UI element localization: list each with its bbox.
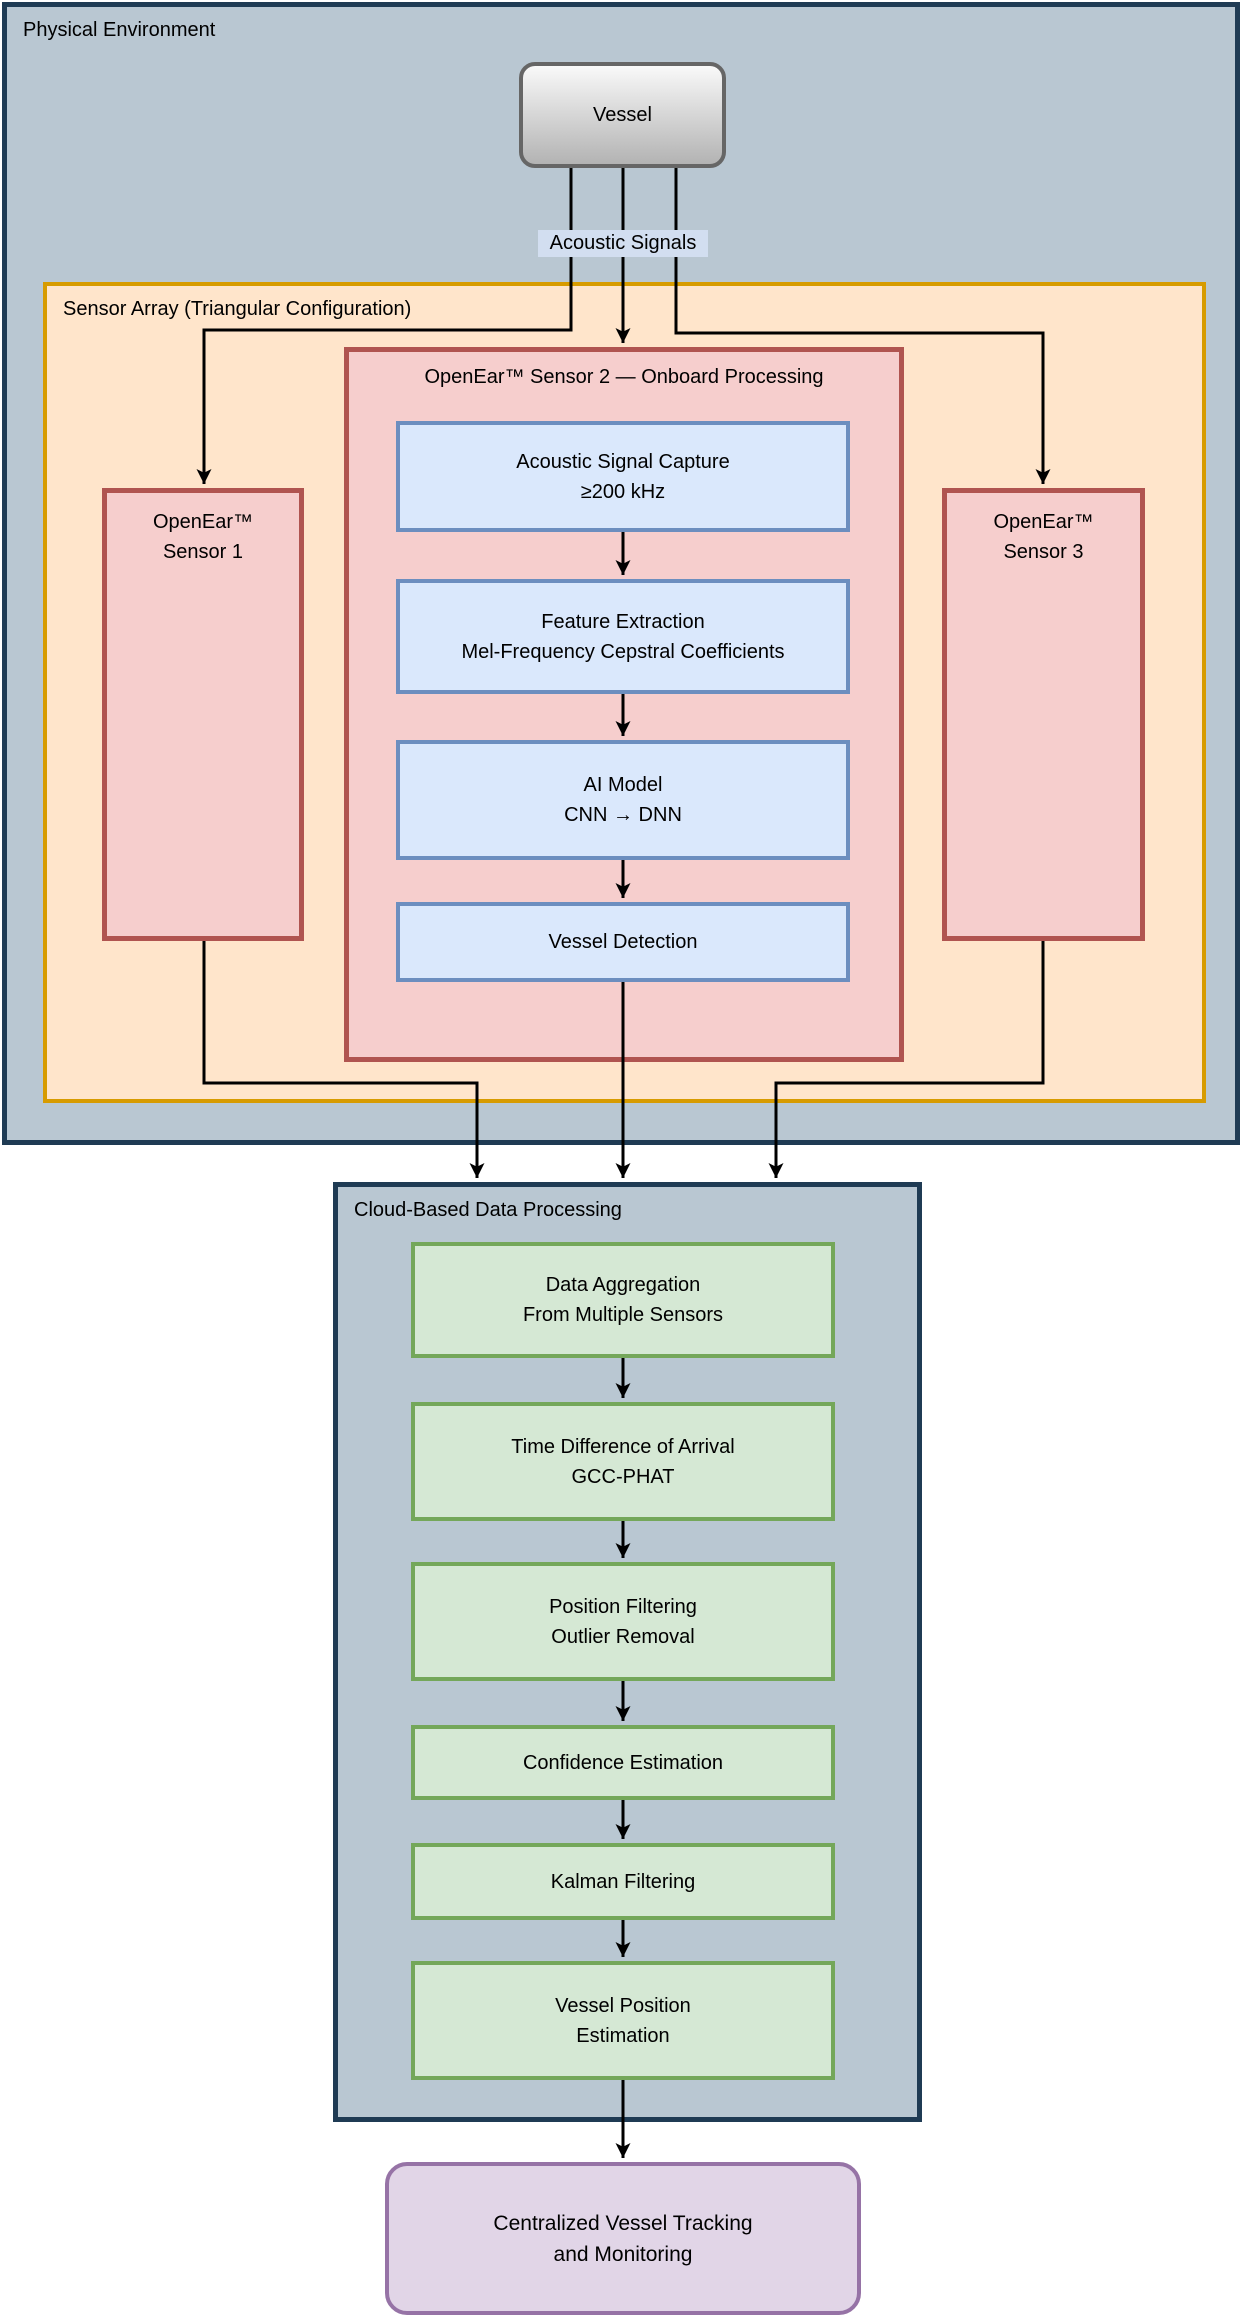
sensor-array-title: Sensor Array (Triangular Configuration) — [63, 298, 412, 320]
step-feature-extraction: Feature Extraction Mel-Frequency Cepstra… — [396, 579, 850, 694]
sensor3-node: OpenEar™ Sensor 3 — [942, 488, 1145, 941]
step-vessel-detection: Vessel Detection — [396, 902, 850, 982]
step-position-filtering: Position Filtering Outlier Removal — [411, 1562, 835, 1681]
step-ai-model: AI Model CNN → DNN — [396, 740, 850, 860]
step-kalman-filtering: Kalman Filtering — [411, 1843, 835, 1920]
step-acoustic-signal-capture: Acoustic Signal Capture ≥200 kHz — [396, 421, 850, 532]
vessel-node: Vessel — [519, 62, 726, 168]
cloud-processing-title: Cloud-Based Data Processing — [354, 1199, 622, 1221]
acoustic-signals-label: Acoustic Signals — [538, 230, 708, 257]
step-confidence-estimation: Confidence Estimation — [411, 1725, 835, 1800]
sensor1-node: OpenEar™ Sensor 1 — [102, 488, 304, 941]
sensor2-title: OpenEar™ Sensor 2 — Onboard Processing — [424, 366, 824, 388]
centralized-tracking-node: Centralized Vessel Tracking and Monitori… — [385, 2162, 861, 2315]
physical-environment-title: Physical Environment — [23, 19, 216, 41]
step-vessel-position-estimation: Vessel Position Estimation — [411, 1961, 835, 2080]
vessel-label: Vessel — [593, 103, 652, 126]
step-tdoa: Time Difference of Arrival GCC-PHAT — [411, 1402, 835, 1521]
step-data-aggregation: Data Aggregation From Multiple Sensors — [411, 1242, 835, 1358]
